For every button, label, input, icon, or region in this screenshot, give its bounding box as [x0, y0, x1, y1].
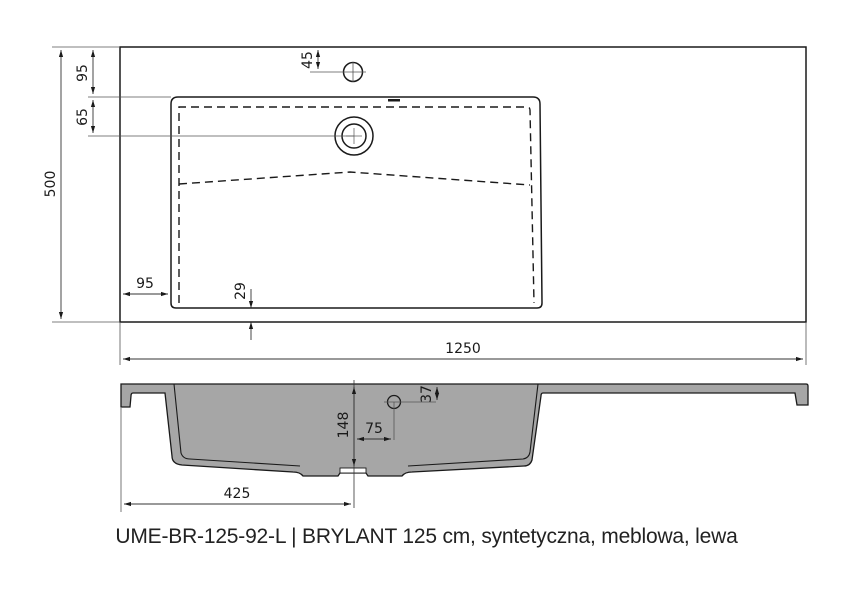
countertop-outline — [119, 46, 807, 323]
dim-bowl-depth: 148 — [336, 412, 352, 439]
bowl-inner-dashed — [178, 106, 535, 304]
dim-bowl-to-drain: 65 — [75, 108, 91, 126]
section-profile — [120, 383, 809, 477]
bowl-slope-dashed — [178, 171, 531, 186]
dim-tap-hole-height: 37 — [419, 385, 435, 403]
dim-left-to-bowl: 95 — [136, 276, 154, 292]
dim-top-to-bowl: 95 — [75, 64, 91, 82]
dim-bowl-to-front: 29 — [233, 282, 249, 300]
dim-left-to-drain: 425 — [224, 486, 251, 502]
dim-top-to-tap: 45 — [300, 51, 316, 69]
product-caption: UME-BR-125-92-L | BRYLANT 125 cm, syntet… — [115, 525, 738, 548]
section-view: 148 37 75 425 — [120, 380, 809, 512]
dim-tap-hole-offset: 75 — [365, 421, 383, 437]
dim-overall-width: 1250 — [445, 341, 481, 357]
bowl-outline — [170, 96, 543, 309]
dim-overall-depth: 500 — [43, 171, 59, 198]
top-view: 500 95 65 45 95 29 1250 — [43, 46, 807, 365]
overflow-slot — [388, 99, 400, 102]
